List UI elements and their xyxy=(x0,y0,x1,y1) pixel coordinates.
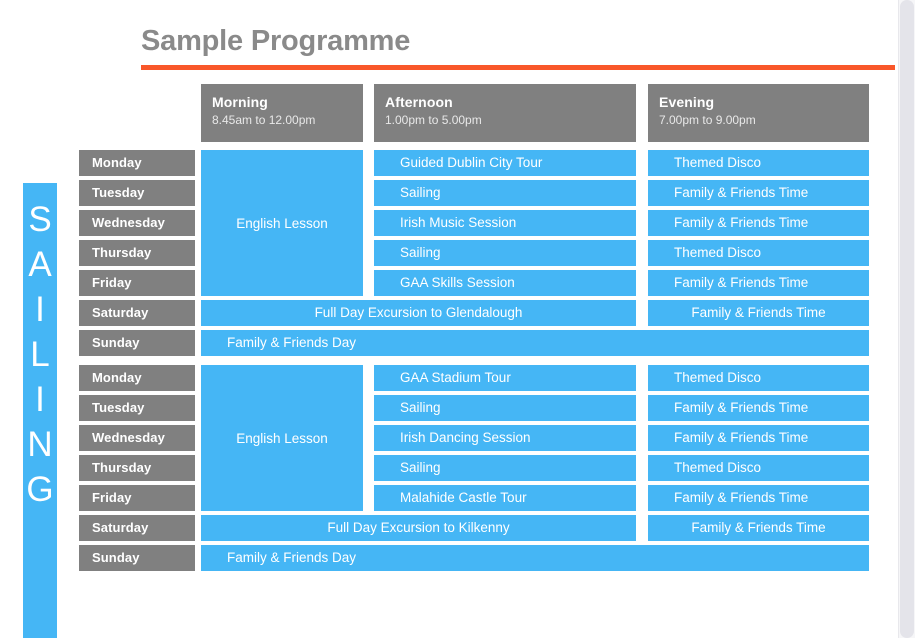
afternoon-activity[interactable]: Sailing xyxy=(374,455,636,481)
title-block: Sample Programme xyxy=(141,25,895,71)
column-header-time: 7.00pm to 9.00pm xyxy=(659,113,756,127)
day-label: Saturday xyxy=(79,300,195,326)
table-row-saturday: Saturday Full Day Excursion to Glendalou… xyxy=(79,300,869,326)
evening-activity[interactable]: Family & Friends Time xyxy=(648,395,869,421)
evening-activity[interactable]: Family & Friends Time xyxy=(648,425,869,451)
banner-letter: I xyxy=(35,290,45,329)
afternoon-activity[interactable]: Irish Dancing Session xyxy=(374,425,636,451)
full-day-activity[interactable]: Family & Friends Day xyxy=(201,330,869,356)
table-row-sunday: Sunday Family & Friends Day xyxy=(79,330,869,356)
column-header-afternoon: Afternoon 1.00pm to 5.00pm xyxy=(374,84,636,142)
vertical-scrollbar-thumb[interactable] xyxy=(900,0,914,638)
sailing-vertical-banner: S A I L I N G xyxy=(23,183,57,638)
table-row-sunday: Sunday Family & Friends Day xyxy=(79,545,869,571)
evening-activity[interactable]: Themed Disco xyxy=(648,365,869,391)
column-header-time: 8.45am to 12.00pm xyxy=(212,113,316,127)
banner-letter: L xyxy=(30,335,50,374)
column-header-row: Morning 8.45am to 12.00pm Afternoon 1.00… xyxy=(79,84,869,142)
evening-activity[interactable]: Themed Disco xyxy=(648,455,869,481)
page-title: Sample Programme xyxy=(141,25,411,57)
day-label: Wednesday xyxy=(79,425,195,451)
evening-activity[interactable]: Family & Friends Time xyxy=(648,210,869,236)
day-label: Friday xyxy=(79,270,195,296)
day-label: Friday xyxy=(79,485,195,511)
day-label: Tuesday xyxy=(79,180,195,206)
week-block-1: English Lesson Monday Guided Dublin City… xyxy=(79,150,869,356)
banner-letter: N xyxy=(27,425,53,464)
afternoon-activity[interactable]: Sailing xyxy=(374,240,636,266)
table-row: Friday Malahide Castle Tour Family & Fri… xyxy=(79,485,869,511)
table-row: Friday GAA Skills Session Family & Frien… xyxy=(79,270,869,296)
all-day-activity[interactable]: Full Day Excursion to Kilkenny xyxy=(201,515,636,541)
evening-activity[interactable]: Family & Friends Time xyxy=(648,515,869,541)
banner-letter: A xyxy=(28,245,52,284)
full-day-activity[interactable]: Family & Friends Day xyxy=(201,545,869,571)
afternoon-activity[interactable]: GAA Skills Session xyxy=(374,270,636,296)
evening-activity[interactable]: Themed Disco xyxy=(648,150,869,176)
table-row: Tuesday Sailing Family & Friends Time xyxy=(79,180,869,206)
programme-schedule: Morning 8.45am to 12.00pm Afternoon 1.00… xyxy=(79,84,869,575)
week-block-2: English Lesson Monday GAA Stadium Tour T… xyxy=(79,365,869,571)
vertical-scrollbar-track[interactable] xyxy=(898,0,915,638)
table-row: Thursday Sailing Themed Disco xyxy=(79,240,869,266)
merged-morning-cell[interactable]: English Lesson xyxy=(201,365,363,511)
column-header-title: Evening xyxy=(659,94,715,110)
banner-letter: I xyxy=(35,380,45,419)
banner-letter: S xyxy=(28,200,52,239)
day-label: Monday xyxy=(79,150,195,176)
column-header-title: Afternoon xyxy=(385,94,453,110)
column-header-title: Morning xyxy=(212,94,268,110)
table-row: Tuesday Sailing Family & Friends Time xyxy=(79,395,869,421)
afternoon-activity[interactable]: Irish Music Session xyxy=(374,210,636,236)
evening-activity[interactable]: Family & Friends Time xyxy=(648,300,869,326)
day-label: Saturday xyxy=(79,515,195,541)
title-underline-rule xyxy=(141,65,895,71)
evening-activity[interactable]: Family & Friends Time xyxy=(648,180,869,206)
day-label: Monday xyxy=(79,365,195,391)
evening-activity[interactable]: Family & Friends Time xyxy=(648,270,869,296)
evening-activity[interactable]: Family & Friends Time xyxy=(648,485,869,511)
afternoon-activity[interactable]: GAA Stadium Tour xyxy=(374,365,636,391)
all-day-activity[interactable]: Full Day Excursion to Glendalough xyxy=(201,300,636,326)
day-label: Thursday xyxy=(79,240,195,266)
table-row: Wednesday Irish Dancing Session Family &… xyxy=(79,425,869,451)
day-label: Thursday xyxy=(79,455,195,481)
table-row: Thursday Sailing Themed Disco xyxy=(79,455,869,481)
table-row: Wednesday Irish Music Session Family & F… xyxy=(79,210,869,236)
table-row-saturday: Saturday Full Day Excursion to Kilkenny … xyxy=(79,515,869,541)
afternoon-activity[interactable]: Guided Dublin City Tour xyxy=(374,150,636,176)
column-header-time: 1.00pm to 5.00pm xyxy=(385,113,482,127)
table-row: Monday Guided Dublin City Tour Themed Di… xyxy=(79,150,869,176)
day-label: Wednesday xyxy=(79,210,195,236)
day-label: Tuesday xyxy=(79,395,195,421)
afternoon-activity[interactable]: Malahide Castle Tour xyxy=(374,485,636,511)
column-header-evening: Evening 7.00pm to 9.00pm xyxy=(648,84,869,142)
merged-morning-cell[interactable]: English Lesson xyxy=(201,150,363,296)
afternoon-activity[interactable]: Sailing xyxy=(374,180,636,206)
column-header-morning: Morning 8.45am to 12.00pm xyxy=(201,84,363,142)
evening-activity[interactable]: Themed Disco xyxy=(648,240,869,266)
day-label: Sunday xyxy=(79,545,195,571)
day-label: Sunday xyxy=(79,330,195,356)
afternoon-activity[interactable]: Sailing xyxy=(374,395,636,421)
table-row: Monday GAA Stadium Tour Themed Disco xyxy=(79,365,869,391)
banner-letter: G xyxy=(26,470,54,509)
